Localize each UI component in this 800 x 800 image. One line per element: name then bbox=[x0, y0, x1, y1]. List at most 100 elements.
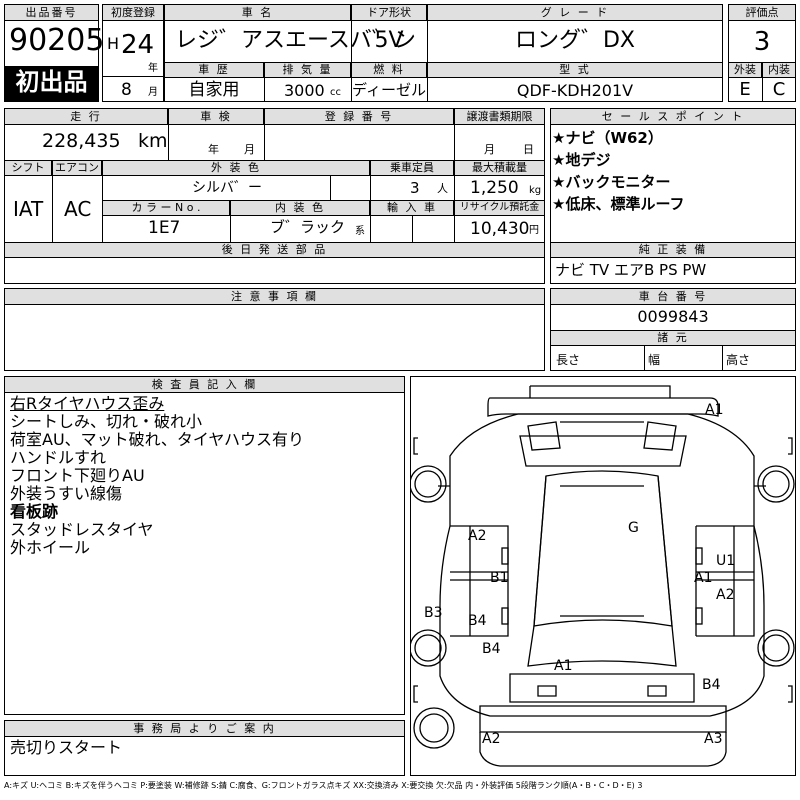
displacement: 3000 bbox=[284, 81, 325, 100]
mileage-label: 走 行 bbox=[4, 108, 168, 125]
recycle-unit: 円 bbox=[529, 225, 539, 236]
ac: AC bbox=[64, 197, 92, 221]
fuel: ディーゼル bbox=[352, 81, 426, 99]
registration-label: 登 録 番 号 bbox=[264, 108, 454, 125]
inspector-line: シートしみ、切れ・破れ小 bbox=[10, 412, 203, 431]
interior-color-label: 内 装 色 bbox=[230, 200, 370, 216]
load: 1,250 bbox=[470, 178, 519, 198]
inspection-month-unit: 月 bbox=[244, 143, 255, 156]
load-unit: kg bbox=[529, 185, 542, 196]
equipment-label: 純 正 装 備 bbox=[550, 242, 796, 258]
capacity-unit: 人 bbox=[437, 182, 448, 195]
model-label: 型 式 bbox=[427, 62, 723, 78]
mark-A1-right: A1 bbox=[694, 570, 712, 586]
doors: 5V bbox=[374, 28, 404, 53]
equipment-value: ナビ TV エアB PS PW bbox=[555, 261, 707, 279]
era: H bbox=[107, 34, 120, 53]
registration-year: 24 bbox=[121, 30, 155, 60]
score: 3 bbox=[753, 27, 771, 57]
color: シルバ゛ー bbox=[192, 180, 262, 196]
sales-point-item: ★ナビ（W62） bbox=[552, 129, 663, 147]
mileage: 228,435 bbox=[42, 130, 121, 152]
inspector-line: 外ホイール bbox=[10, 538, 91, 557]
interior-color: ブ゛ラック bbox=[270, 218, 346, 236]
first-registration-label: 初度登録 bbox=[102, 4, 164, 21]
mark-A1-front: A1 bbox=[705, 402, 723, 418]
office-label: 事 務 局 よ り ご 案 内 bbox=[4, 720, 405, 737]
mark-A2-right: A2 bbox=[716, 587, 734, 603]
sales-point-item: ★地デジ bbox=[552, 151, 611, 169]
car-name: レジ゛アスエースバ゛ン bbox=[175, 28, 416, 53]
load-label: 最大積載量 bbox=[454, 160, 545, 176]
transfer-label: 譲渡書類期限 bbox=[454, 108, 545, 125]
inspector-line: フロント下廻りAU bbox=[10, 466, 145, 485]
interior-label: 内装 bbox=[762, 62, 796, 78]
score-label: 評価点 bbox=[728, 4, 796, 21]
mark-A1-rear: A1 bbox=[554, 658, 572, 674]
height-label: 高さ bbox=[726, 353, 751, 367]
mark-A2-left: A2 bbox=[468, 528, 486, 544]
capacity: 3 bbox=[410, 179, 420, 197]
mark-B4-left: B4 bbox=[468, 613, 487, 629]
ac-label: エアコン bbox=[52, 160, 102, 176]
inspector-line: 荷室AU、マット破れ、タイヤハウス有り bbox=[10, 430, 305, 449]
inspector-label: 検 査 員 記 入 欄 bbox=[4, 376, 405, 393]
displacement-label: 排 気 量 bbox=[264, 62, 351, 78]
inspector-line: 外装うすい線傷 bbox=[10, 484, 123, 503]
later-parts-label: 後 日 発 送 部 品 bbox=[4, 242, 545, 258]
notes-label: 注 意 事 項 欄 bbox=[4, 288, 545, 305]
shift-label: シフト bbox=[4, 160, 52, 176]
interior-color-unit: 系 bbox=[355, 226, 365, 237]
inspection-label: 車 検 bbox=[168, 108, 264, 125]
inspector-line: 看板跡 bbox=[10, 502, 59, 521]
inspector-line: 右Rタイヤハウス歪み bbox=[10, 394, 165, 413]
mark-B1: B1 bbox=[490, 570, 509, 586]
registration-month: 8 bbox=[121, 80, 132, 100]
first-listing-label: 初出品 bbox=[15, 68, 88, 96]
model: QDF-KDH201V bbox=[516, 81, 634, 100]
lot-number: 90205 bbox=[9, 23, 105, 58]
doors-label: ドア形状 bbox=[351, 4, 427, 21]
mark-A2-bottom: A2 bbox=[482, 731, 500, 747]
transfer-month-unit: 月 bbox=[484, 143, 495, 156]
sales-point-item: ★バックモニター bbox=[552, 173, 671, 191]
mark-B4-right: B4 bbox=[702, 677, 721, 693]
import-label: 輸 入 車 bbox=[370, 200, 454, 216]
fuel-label: 燃 料 bbox=[351, 62, 427, 78]
legend-text: A:キズ U:ヘコミ B:キズを伴うヘコミ P:要塗装 W:補修跡 S:錆 C:… bbox=[4, 781, 643, 790]
shift: IAT bbox=[13, 197, 44, 221]
recycle-label: リサイクル預託金 bbox=[454, 200, 545, 216]
length-label: 長さ bbox=[556, 353, 581, 367]
grade: ロング゛DX bbox=[514, 28, 635, 53]
sales-points-label: セ ー ル ス ポ イ ン ト bbox=[550, 108, 796, 125]
car-name-label: 車 名 bbox=[164, 4, 351, 21]
capacity-label: 乗車定員 bbox=[370, 160, 454, 176]
grade-label: グ レ ー ド bbox=[427, 4, 723, 21]
recycle-amount: 10,430 bbox=[470, 219, 530, 239]
color-label: 外 装 色 bbox=[102, 160, 370, 176]
width-label: 幅 bbox=[648, 353, 661, 367]
mark-B4-lower: B4 bbox=[482, 641, 501, 657]
mileage-unit: km bbox=[138, 130, 168, 152]
mark-G: G bbox=[628, 520, 639, 536]
history-label: 車 歴 bbox=[164, 62, 264, 78]
chassis-number: 0099843 bbox=[637, 307, 709, 326]
color-no-label: カ ラ ー N o . bbox=[102, 200, 230, 216]
transfer-day-unit: 日 bbox=[523, 143, 534, 156]
damage-diagram-frame bbox=[410, 376, 796, 776]
sales-point-item: ★低床、標準ルーフ bbox=[552, 195, 685, 213]
chassis-label: 車 台 番 号 bbox=[550, 288, 796, 305]
inspector-line: ハンドルすれ bbox=[10, 448, 107, 467]
vehicle-damage-diagram: A1 G A2 B1 A1 U1 A2 B3 B4 B4 A1 B4 A2 A3 bbox=[410, 385, 795, 767]
displacement-unit: cc bbox=[330, 87, 341, 98]
interior-grade: C bbox=[772, 79, 786, 100]
mark-A3: A3 bbox=[704, 731, 722, 747]
mark-B3: B3 bbox=[424, 605, 443, 621]
exterior-grade: E bbox=[739, 79, 751, 100]
history: 自家用 bbox=[188, 80, 240, 100]
mark-U1: U1 bbox=[716, 553, 735, 569]
month-unit: 月 bbox=[148, 87, 158, 98]
first-listing-badge bbox=[5, 66, 98, 101]
year-unit: 年 bbox=[148, 63, 158, 74]
inspection-year-unit: 年 bbox=[208, 143, 219, 156]
